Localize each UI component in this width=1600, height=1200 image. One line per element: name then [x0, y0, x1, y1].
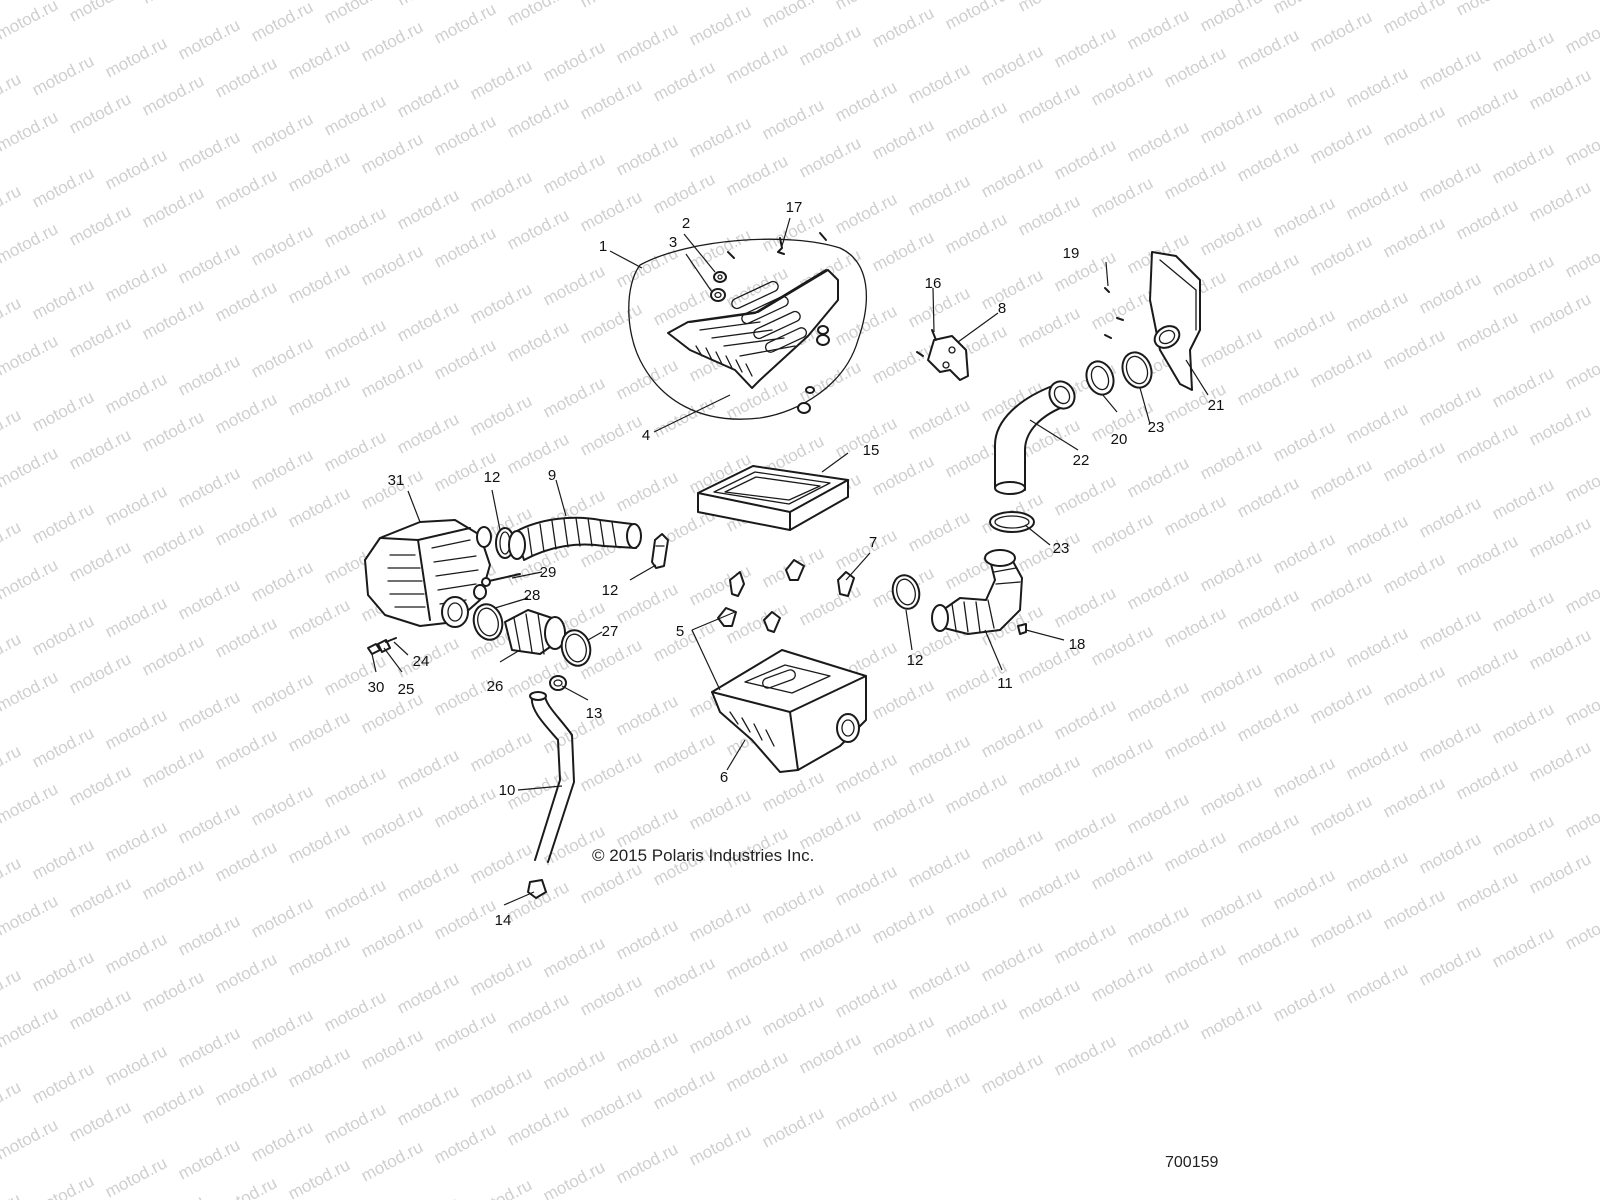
callout-19: 19 — [1063, 245, 1080, 262]
hose-clamp-27 — [560, 629, 592, 667]
callout-16: 16 — [925, 275, 942, 292]
hose-clamp-12-right — [891, 574, 921, 610]
screw-18 — [1017, 623, 1027, 635]
callout-22: 22 — [1073, 452, 1090, 469]
callout-24: 24 — [413, 653, 430, 670]
drain-hose-24 — [385, 637, 397, 643]
callout-18: 18 — [1069, 636, 1086, 653]
intake-duct-21 — [1149, 251, 1201, 391]
coupler-26 — [504, 609, 566, 655]
diagram-reference-number: 700159 — [1165, 1154, 1219, 1171]
bolt-16 — [916, 329, 937, 357]
screw-17 — [727, 232, 827, 259]
callout-15: 15 — [863, 442, 880, 459]
intake-seal-20 — [1085, 360, 1115, 396]
hose-clamp-12-mid — [651, 533, 669, 569]
callout-6: 6 — [720, 769, 728, 786]
air-filter-15 — [697, 465, 849, 531]
callout-12-right: 12 — [907, 652, 924, 669]
callout-1: 1 — [599, 238, 607, 255]
callout-4: 4 — [642, 427, 650, 444]
check-valve-14 — [527, 879, 547, 899]
callout-30: 30 — [368, 679, 385, 696]
callout-7: 7 — [869, 534, 877, 551]
callout-20: 20 — [1111, 431, 1128, 448]
resonator-housing-31 — [364, 519, 492, 628]
hose-clamp-13 — [549, 675, 567, 691]
callout-31: 31 — [388, 472, 405, 489]
elbow-hose-11 — [931, 549, 1023, 635]
callout-12-left: 12 — [484, 469, 501, 486]
intake-tube-22 — [994, 380, 1076, 495]
callout-17: 17 — [786, 199, 803, 216]
callout-5: 5 — [676, 623, 684, 640]
callout-29: 29 — [540, 564, 557, 581]
cover-grommet-right — [797, 325, 830, 414]
cover-grommet-3 — [710, 288, 726, 302]
callout-21: 21 — [1208, 397, 1225, 414]
airbox-base-6 — [711, 649, 867, 773]
callout-28: 28 — [524, 587, 541, 604]
airbox-cover-kit-outline — [628, 238, 867, 420]
callout-2: 2 — [682, 215, 690, 232]
drain-tube-10 — [529, 691, 575, 863]
cover-fastener-2 — [713, 271, 727, 283]
airbox-cover — [667, 269, 839, 389]
drain-valve-25 — [377, 639, 391, 653]
mounting-bracket-8 — [927, 335, 969, 381]
callout-13: 13 — [586, 705, 603, 722]
callout-8: 8 — [998, 300, 1006, 317]
callout-25: 25 — [398, 681, 415, 698]
callout-26: 26 — [487, 678, 504, 695]
copyright-notice: © 2015 Polaris Industries Inc. — [592, 846, 815, 865]
bolt-29 — [481, 573, 521, 587]
callout-14: 14 — [495, 912, 512, 929]
retaining-clips-7 — [785, 559, 855, 597]
callout-23-lower: 23 — [1053, 540, 1070, 557]
hose-clamp-23-lower — [989, 511, 1035, 533]
hose-clamp-23-upper — [1121, 351, 1153, 389]
callout-23-upper: 23 — [1148, 419, 1165, 436]
leader-lines — [371, 217, 1209, 906]
callout-9: 9 — [548, 467, 556, 484]
callout-27: 27 — [602, 623, 619, 640]
callout-12-mid: 12 — [602, 582, 619, 599]
corrugated-hose-9 — [508, 516, 642, 561]
callout-10: 10 — [499, 782, 516, 799]
callout-labels: 1 2 3 4 17 16 8 19 21 20 23 22 23 15 9 3… — [368, 199, 1225, 929]
callout-11: 11 — [997, 675, 1013, 692]
callout-3: 3 — [669, 234, 677, 251]
retaining-clips-5 — [717, 571, 781, 633]
hose-clamp-28 — [472, 603, 504, 641]
